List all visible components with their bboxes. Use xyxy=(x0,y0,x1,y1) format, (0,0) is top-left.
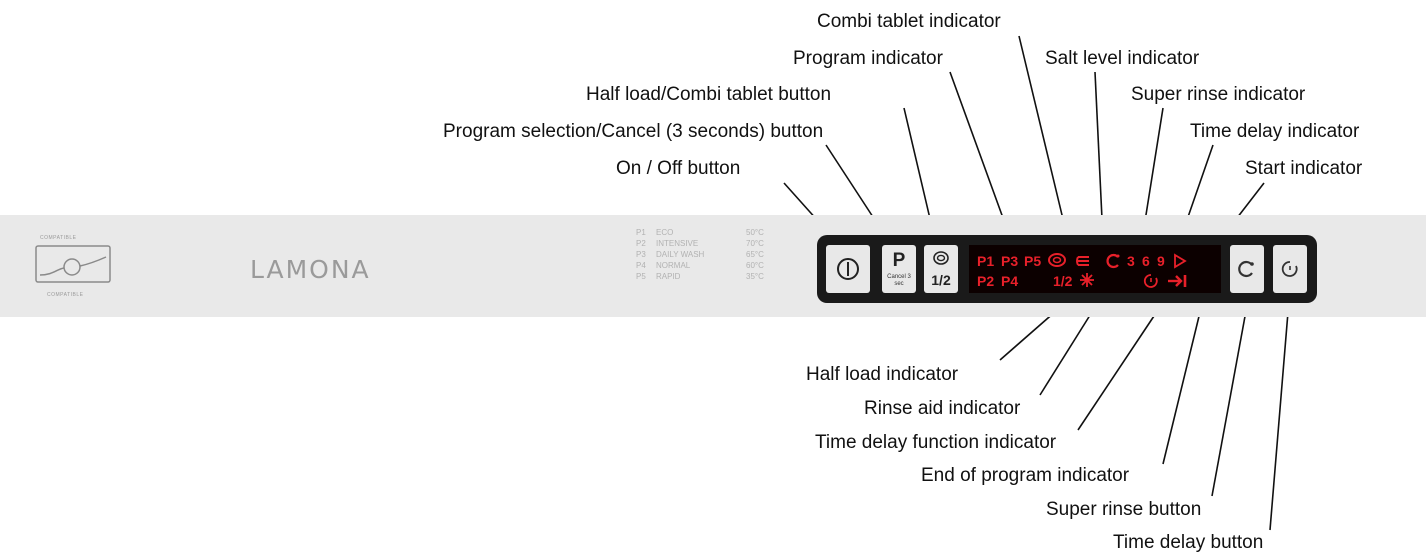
program-indicator-p5: P5 xyxy=(1024,253,1042,269)
program-button-sublabel: Cancel 3 sec xyxy=(887,274,911,287)
super-rinse-button[interactable] xyxy=(1230,245,1264,293)
program-indicator-p4: P4 xyxy=(1001,273,1019,289)
leader-salt-level-indicator xyxy=(1094,71,1104,241)
leader-time-delay-button xyxy=(1269,299,1290,531)
program-code: P2 xyxy=(636,239,646,248)
time-delay-function-indicator-icon xyxy=(1143,274,1158,288)
program-name: NORMAL xyxy=(656,261,691,270)
program-temp: 35°C xyxy=(746,272,764,281)
half-load-combi-button[interactable]: 1/2 xyxy=(924,245,958,293)
label-time-delay-function-indicator: Time delay function indicator xyxy=(815,432,1057,453)
program-code: P4 xyxy=(636,261,646,270)
label-program-indicator: Program indicator xyxy=(793,48,943,69)
program-code: P3 xyxy=(636,250,646,259)
label-super-rinse-indicator: Super rinse indicator xyxy=(1131,84,1306,105)
combi-tablet-icon xyxy=(933,251,949,265)
label-salt-level-indicator: Salt level indicator xyxy=(1045,48,1200,69)
program-temp: 70°C xyxy=(746,239,764,248)
program-indicator-p2: P2 xyxy=(977,273,995,289)
program-name: INTENSIVE xyxy=(656,239,699,248)
program-indicator-p3: P3 xyxy=(1001,253,1019,269)
program-temp: 65°C xyxy=(746,250,764,259)
display-screen: P1 P3 P5 P2 P4 1/2 xyxy=(969,245,1221,293)
program-selection-button[interactable]: P Cancel 3 sec xyxy=(882,245,916,293)
brand-name: LAMONA xyxy=(250,255,371,284)
label-program-selection-button: Program selection/Cancel (3 seconds) but… xyxy=(443,121,824,142)
time-delay-indicator-9: 9 xyxy=(1157,253,1165,269)
label-super-rinse-button: Super rinse button xyxy=(1046,499,1202,520)
control-panel: P Cancel 3 sec 1/2 P1 P3 P5 P2 P4 1/2 xyxy=(817,235,1317,303)
label-combi-tablet-indicator: Combi tablet indicator xyxy=(817,11,1001,32)
program-temp: 50°C xyxy=(746,228,764,237)
combi-tablet-indicator-icon xyxy=(1048,253,1066,267)
program-code: P1 xyxy=(636,228,646,237)
start-indicator-icon xyxy=(1174,253,1187,269)
leader-program-indicator xyxy=(949,71,1012,241)
label-half-load-combi-button: Half load/Combi tablet button xyxy=(586,84,832,105)
label-time-delay-indicator: Time delay indicator xyxy=(1190,121,1360,142)
on-off-button[interactable] xyxy=(826,245,870,293)
program-name: DAILY WASH xyxy=(656,250,705,259)
label-start-indicator: Start indicator xyxy=(1245,158,1363,179)
time-delay-icon xyxy=(1281,261,1298,277)
leader-time-delay-function-indicator xyxy=(1077,303,1163,431)
label-time-delay-button: Time delay button xyxy=(1113,532,1264,553)
leader-rinse-aid-indicator xyxy=(1039,303,1098,396)
label-on-off-button: On / Off button xyxy=(616,158,741,179)
program-temp: 60°C xyxy=(746,261,764,270)
half-load-button-label: 1/2 xyxy=(931,272,951,288)
leader-super-rinse-button xyxy=(1211,299,1249,497)
program-button-letter: P xyxy=(892,250,906,271)
label-half-load-indicator: Half load indicator xyxy=(806,364,959,385)
program-name: RAPID xyxy=(656,272,681,281)
logo-bottom-text: COMPATIBLE xyxy=(47,292,84,298)
logo-top-text: COMPATIBLE xyxy=(40,235,77,241)
program-code: P5 xyxy=(636,272,646,281)
power-icon xyxy=(837,258,859,280)
super-rinse-indicator-icon xyxy=(1106,253,1120,269)
end-of-program-indicator-icon xyxy=(1168,275,1187,287)
leader-end-of-program-indicator xyxy=(1162,303,1203,465)
compatible-logo xyxy=(35,245,111,283)
leader-combi-tablet-indicator xyxy=(1018,35,1069,241)
program-name: ECO xyxy=(656,228,674,237)
salt-level-indicator-icon xyxy=(1076,256,1089,266)
label-rinse-aid-indicator: Rinse aid indicator xyxy=(864,398,1021,419)
label-end-of-program-indicator: End of program indicator xyxy=(921,465,1130,486)
rinse-aid-indicator-icon xyxy=(1080,273,1094,287)
half-load-indicator: 1/2 xyxy=(1053,273,1073,289)
time-delay-indicator-6: 6 xyxy=(1142,253,1150,269)
super-rinse-icon xyxy=(1238,260,1254,278)
time-delay-indicator-3: 3 xyxy=(1127,253,1135,269)
time-delay-button[interactable] xyxy=(1273,245,1307,293)
program-indicator-p1: P1 xyxy=(977,253,995,269)
